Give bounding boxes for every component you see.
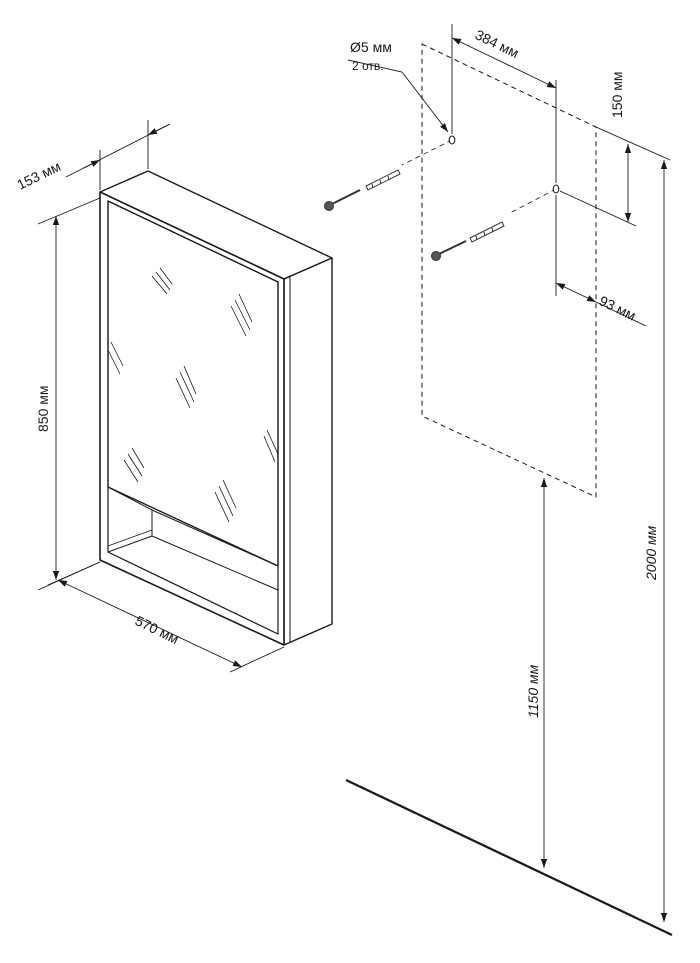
- hole-from-side-label: 93 мм: [597, 292, 639, 323]
- dowel-upper: [365, 169, 401, 191]
- screw-shaft-upper: [331, 189, 361, 205]
- mirror-reflection-marks: [107, 267, 279, 523]
- mounting-holes: [448, 135, 560, 194]
- shelf-back-bottom: [107, 535, 279, 591]
- screw-head-upper: [324, 201, 334, 211]
- hole-leader: [347, 59, 449, 133]
- screw-guidelines: [401, 139, 557, 215]
- mounting-hole-right: [552, 184, 560, 194]
- mounting-dimensions: [347, 24, 671, 922]
- height-label: 850 мм: [35, 386, 51, 433]
- width-label: 570 мм: [133, 612, 182, 647]
- hole-count-label: 2 отв.: [352, 59, 384, 73]
- hole-spacing-label: 384 мм: [473, 26, 522, 61]
- screw-set-upper: [324, 169, 401, 211]
- hole-diameter-label: Ø5 мм: [350, 39, 392, 55]
- dowel-lower: [469, 221, 505, 243]
- cabinet-bottom-height-label: 1150 мм: [525, 664, 541, 718]
- open-shelf-back: [107, 486, 279, 567]
- hole-from-top-label: 150 мм: [609, 72, 625, 119]
- mirror-cabinet: [99, 170, 333, 646]
- mounting-hole-left: [448, 135, 456, 145]
- depth-label: 153 мм: [14, 158, 63, 193]
- screw-head-lower: [431, 251, 441, 261]
- cabinet-footprint-outline: [421, 43, 597, 498]
- screw-set-lower: [431, 221, 505, 261]
- cabinet-side-face: [283, 257, 333, 646]
- cabinet-dimensions: [37, 120, 285, 673]
- total-height-label: 2000 мм: [643, 525, 659, 581]
- screw-shaft-lower: [438, 240, 467, 255]
- floor-line: [345, 779, 673, 936]
- mounting-zone: [421, 43, 597, 498]
